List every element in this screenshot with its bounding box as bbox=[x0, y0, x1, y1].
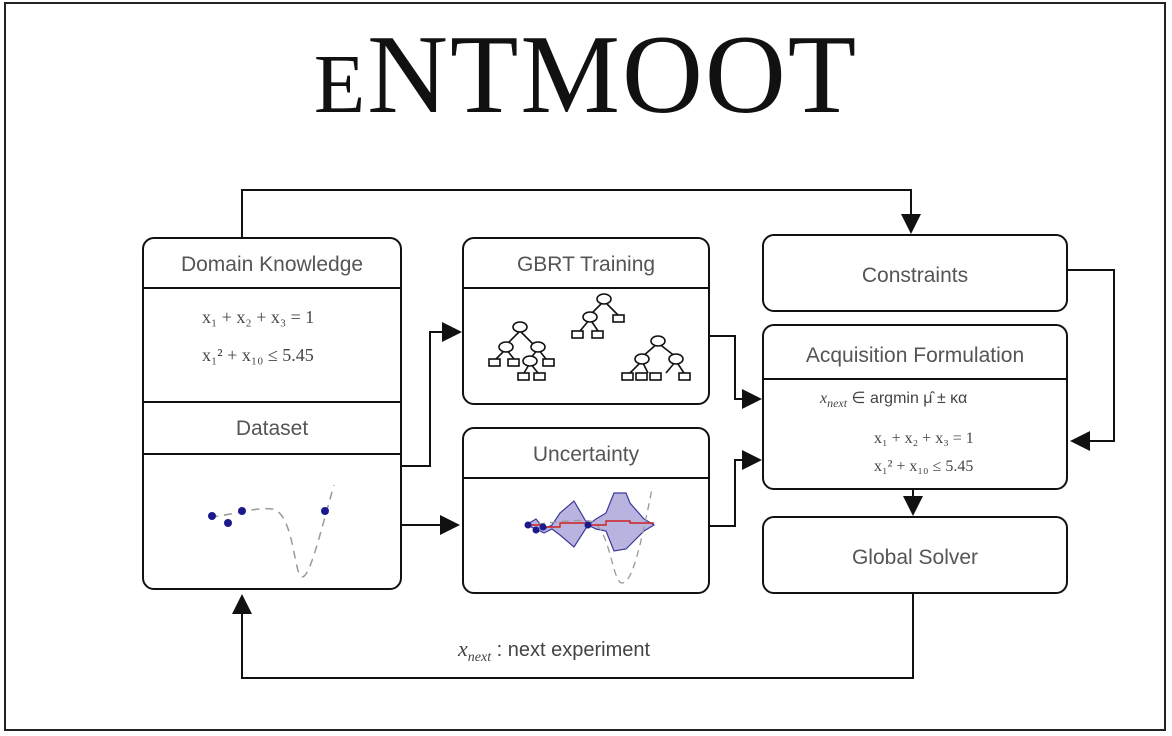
feedback-sub: next bbox=[467, 650, 492, 665]
domain-eq1: x₁ + x₂ + x₃ = 1 bbox=[202, 307, 315, 327]
acquisition-eq1: x₁ + x₂ + x₃ = 1 bbox=[874, 430, 974, 447]
gbrt-training-title: GBRT Training bbox=[516, 253, 656, 276]
x-next-var: x bbox=[820, 390, 828, 407]
feedback-text: : next experiment bbox=[491, 639, 651, 661]
uncertainty-plot bbox=[524, 488, 656, 584]
divider bbox=[464, 287, 708, 289]
data-point bbox=[238, 507, 246, 515]
global-solver-box: Global Solver bbox=[762, 516, 1068, 594]
domain-knowledge-title: Domain Knowledge bbox=[180, 253, 364, 276]
uncertainty-box: Uncertainty bbox=[462, 427, 710, 594]
arrow-gbrt-to-acquisition bbox=[710, 335, 762, 409]
constraints-title: Constraints bbox=[861, 264, 969, 287]
logo-first-letter: E bbox=[313, 38, 368, 131]
data-point bbox=[208, 512, 216, 520]
true-function-curve bbox=[209, 484, 335, 578]
x-next-sub: next bbox=[827, 396, 848, 411]
uncertainty-title: Uncertainty bbox=[532, 443, 640, 466]
feedback-label: xnext : next experiment bbox=[458, 636, 650, 666]
data-point bbox=[532, 526, 540, 534]
divider bbox=[764, 378, 1066, 380]
arrow-uncertainty-to-acquisition bbox=[710, 450, 762, 527]
uncertainty-band bbox=[524, 492, 656, 552]
domain-dataset-box: Domain Knowledge x₁ + x₂ + x₃ = 1 x₁² + … bbox=[142, 237, 402, 590]
arrow-constraints-to-acquisition bbox=[1068, 269, 1115, 451]
domain-eq2: x₁² + x₁₀ ≤ 5.45 bbox=[202, 345, 314, 365]
global-solver-title: Global Solver bbox=[851, 546, 979, 569]
data-point bbox=[224, 519, 232, 527]
arrow-dataset-to-gbrt bbox=[402, 322, 462, 467]
entmoot-logo: ENTMOOT bbox=[0, 10, 1172, 150]
acquisition-objective: xnext ∈ argmin μ̂ ± κα bbox=[820, 388, 967, 411]
data-point bbox=[321, 507, 329, 515]
feedback-var: x bbox=[458, 636, 468, 661]
data-point bbox=[524, 521, 532, 529]
arrow-domain-to-constraints bbox=[241, 189, 921, 237]
true-function-curve bbox=[525, 488, 653, 584]
arrow-solver-to-dataset bbox=[232, 594, 914, 679]
acquisition-box: Acquisition Formulation xnext ∈ argmin μ… bbox=[762, 324, 1068, 490]
dataset-title: Dataset bbox=[235, 417, 309, 440]
logo-rest: NTMOOT bbox=[367, 13, 859, 137]
divider bbox=[464, 477, 708, 479]
dataset-plot bbox=[208, 484, 335, 578]
divider bbox=[144, 287, 400, 289]
diagram-frame bbox=[4, 2, 1166, 731]
data-point bbox=[539, 523, 547, 531]
data-point bbox=[584, 521, 592, 529]
constraints-box: Constraints bbox=[762, 234, 1068, 312]
gbrt-training-box: GBRT Training bbox=[462, 237, 710, 405]
acquisition-eq2: x₁² + x₁₀ ≤ 5.45 bbox=[874, 458, 974, 475]
divider bbox=[144, 453, 400, 455]
decision-trees-icon bbox=[488, 293, 691, 381]
acquisition-title: Acquisition Formulation bbox=[805, 344, 1025, 367]
divider bbox=[144, 401, 400, 403]
objective-rest: ∈ argmin μ̂ ± κα bbox=[847, 390, 968, 407]
